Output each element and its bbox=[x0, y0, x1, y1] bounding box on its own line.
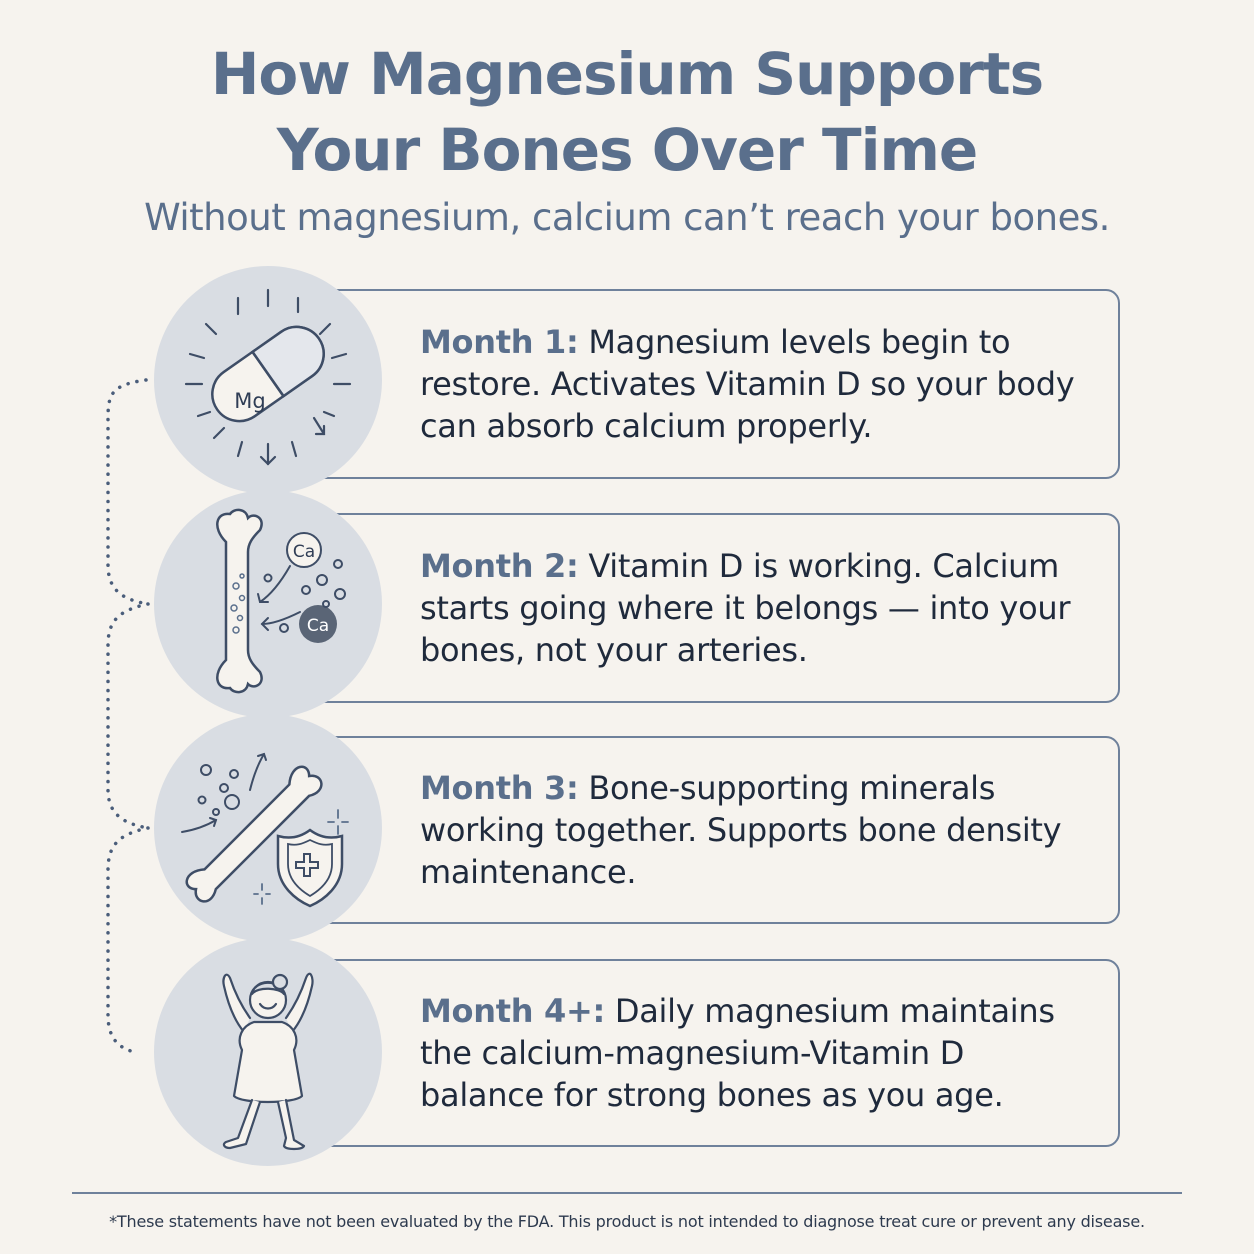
step-description: Magnesium levels begin to restore. Activ… bbox=[420, 323, 1075, 445]
bone-shield-icon bbox=[181, 752, 349, 908]
step-description: Daily magnesium maintains the calcium-ma… bbox=[420, 992, 1055, 1114]
step-label: Month 1: bbox=[420, 323, 579, 361]
bone-calcium-icon: Ca Ca bbox=[216, 508, 346, 694]
step-label: Month 2: bbox=[420, 547, 579, 585]
step-label: Month 4+: bbox=[420, 992, 606, 1030]
step-card-month-4: Month 4+: Daily magnesium maintains the … bbox=[260, 959, 1120, 1147]
step-icon-circle-2: Ca Ca bbox=[154, 490, 382, 718]
fda-disclaimer: *These statements have not been evaluate… bbox=[109, 1212, 1145, 1231]
step-card-month-1: Month 1: Magnesium levels begin to resto… bbox=[260, 289, 1120, 479]
title-line-2: Your Bones Over Time bbox=[276, 116, 978, 184]
step-text-month-1: Month 1: Magnesium levels begin to resto… bbox=[420, 321, 1088, 447]
calcium-label-2: Ca bbox=[307, 616, 329, 636]
step-description: Bone-supporting minerals working togethe… bbox=[420, 769, 1062, 891]
step-icon-circle-3 bbox=[154, 714, 382, 942]
step-text-month-3: Month 3: Bone-supporting minerals workin… bbox=[420, 767, 1088, 893]
footer-divider bbox=[72, 1192, 1182, 1194]
page-title: How Magnesium Supports Your Bones Over T… bbox=[0, 36, 1254, 188]
step-icon-circle-1: Mg bbox=[154, 266, 382, 494]
calcium-label-1: Ca bbox=[293, 542, 315, 562]
step-text-month-4: Month 4+: Daily magnesium maintains the … bbox=[420, 990, 1088, 1116]
step-card-month-2: Month 2: Vitamin D is working. Calcium s… bbox=[260, 513, 1120, 703]
page-subtitle: Without magnesium, calcium can’t reach y… bbox=[144, 196, 1110, 239]
magnesium-capsule-icon: Mg bbox=[184, 288, 352, 466]
step-label: Month 3: bbox=[420, 769, 579, 807]
step-icon-circle-4 bbox=[154, 938, 382, 1166]
step-description: Vitamin D is working. Calcium starts goi… bbox=[420, 547, 1071, 669]
happy-woman-icon bbox=[222, 972, 314, 1151]
capsule-label: Mg bbox=[234, 389, 265, 413]
step-text-month-2: Month 2: Vitamin D is working. Calcium s… bbox=[420, 545, 1088, 671]
title-line-1: How Magnesium Supports bbox=[210, 40, 1044, 108]
step-card-month-3: Month 3: Bone-supporting minerals workin… bbox=[260, 736, 1120, 924]
